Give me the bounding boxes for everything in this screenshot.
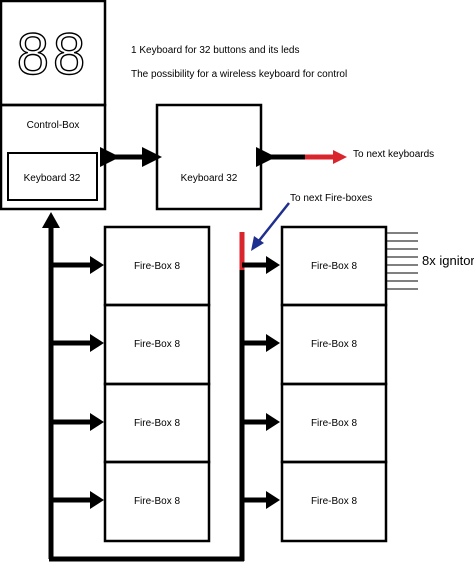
- next-keyboards-label: To next keyboards: [353, 149, 434, 160]
- note-keyboard: 1 Keyboard for 32 buttons and its leds: [131, 45, 299, 56]
- control-box-keyboard: [7, 152, 98, 201]
- next-fireboxes-label: To next Fire-boxes: [290, 193, 372, 204]
- ignitor-wires: [386, 232, 418, 290]
- left-arrowhead-2: [90, 334, 104, 352]
- right-arrowhead-2: [266, 334, 280, 352]
- note-wireless: The possibility for a wireless keyboard …: [131, 69, 347, 80]
- left-arrowhead-1: [90, 256, 104, 274]
- right-arrowhead-3: [266, 413, 280, 431]
- firebox-right-2-label: Fire-Box 8: [311, 339, 358, 350]
- firebox-right-4-label: Fire-Box 8: [311, 496, 358, 507]
- next-fireboxes-pointer: [257, 202, 290, 243]
- firebox-left-2-label: Fire-Box 8: [134, 339, 181, 350]
- firebox-left-4-label: Fire-Box 8: [134, 496, 181, 507]
- next-fireboxes-pointer-head: [251, 236, 264, 251]
- firebox-left-4: [103, 460, 211, 543]
- left-arrowhead-4: [90, 491, 104, 509]
- control-box-keyboard-label: Keyboard 32: [24, 173, 81, 184]
- right-arrowhead-4: [266, 491, 280, 509]
- remote-keyboard-label: Keyboard 32: [181, 173, 238, 184]
- firebox-left-1-label: Fire-Box 8: [134, 261, 181, 272]
- seven-segment-display: 88: [17, 22, 90, 87]
- left-arrowhead-3: [90, 413, 104, 431]
- ignitors-label: 8x ignitors: [422, 253, 474, 268]
- left-bus-up-arrowhead: [42, 212, 60, 228]
- next-keyboards-red-arrowhead: [333, 150, 347, 164]
- firebox-right-1-label: Fire-Box 8: [311, 261, 358, 272]
- control-box-label: Control-Box: [27, 120, 80, 131]
- right-arrowhead-1: [266, 256, 280, 274]
- firebox-left-3-label: Fire-Box 8: [134, 418, 181, 429]
- remote-keyboard-box: [155, 103, 263, 211]
- firebox-right-3-label: Fire-Box 8: [311, 418, 358, 429]
- firebox-right-4: [280, 460, 388, 543]
